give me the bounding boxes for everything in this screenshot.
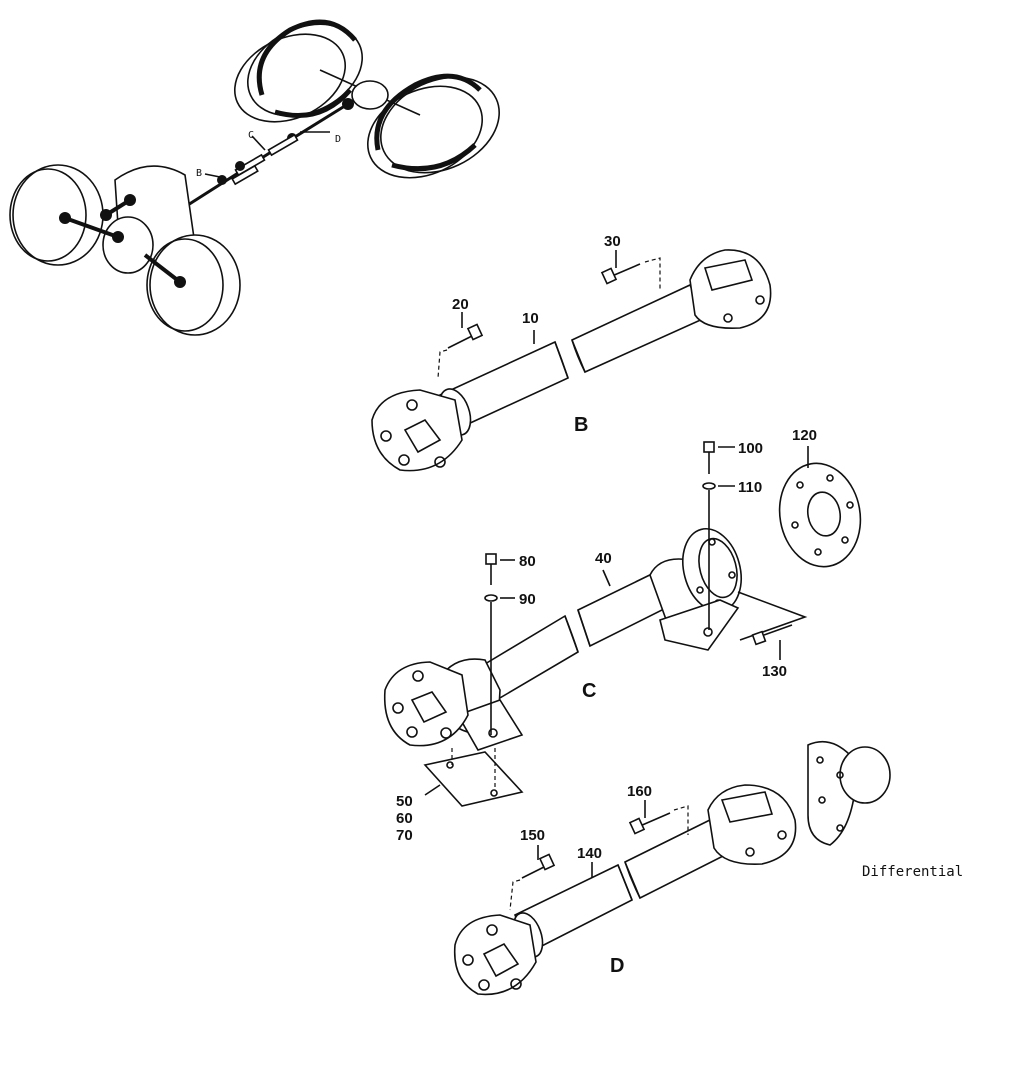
- part-label-110: 110: [738, 479, 762, 496]
- rear-track-right: [366, 73, 500, 179]
- assembly-d: [453, 740, 891, 996]
- shim-plate: [423, 748, 524, 807]
- bolt-30: [600, 257, 661, 290]
- overview-label-c: C: [248, 130, 254, 141]
- assembly-c: [383, 441, 862, 807]
- part-label-60: 60: [396, 810, 413, 827]
- part-label-160: 160: [627, 783, 652, 800]
- bolt-160: [628, 805, 689, 835]
- bolt-80: [484, 553, 515, 735]
- part-label-130: 130: [762, 663, 787, 680]
- front-wheel-right: [143, 234, 241, 336]
- flange-disc-120: [778, 446, 862, 568]
- assembly-label-b: B: [574, 414, 588, 436]
- bolt-150: [509, 853, 556, 911]
- part-label-150: 150: [520, 827, 545, 844]
- assembly-label-c: C: [582, 680, 596, 702]
- transfer-case: [59, 165, 196, 274]
- assembly-b: [371, 249, 772, 472]
- overview-label-b: B: [196, 168, 202, 179]
- part-label-80: 80: [519, 553, 536, 570]
- overview-label-d: D: [335, 134, 341, 145]
- part-label-50: 50: [396, 793, 413, 810]
- part-label-90: 90: [519, 591, 536, 608]
- vehicle-overview: B C D: [9, 19, 500, 336]
- bolt-100: [702, 441, 735, 630]
- assembly-label-d: D: [610, 955, 624, 977]
- part-label-70: 70: [396, 827, 413, 844]
- differential-label: Differential: [862, 864, 963, 880]
- part-label-10: 10: [522, 310, 539, 327]
- bolt-20: [437, 323, 484, 379]
- part-label-120: 120: [792, 427, 817, 444]
- part-label-100: 100: [738, 440, 763, 457]
- differential-flange: [807, 740, 891, 846]
- part-label-40: 40: [595, 550, 612, 567]
- front-wheel-left: [9, 164, 104, 266]
- part-label-30: 30: [604, 233, 621, 250]
- part-label-20: 20: [452, 296, 469, 313]
- rear-track-left: [233, 19, 364, 123]
- bolt-130: [751, 624, 793, 660]
- part-label-140: 140: [577, 845, 602, 862]
